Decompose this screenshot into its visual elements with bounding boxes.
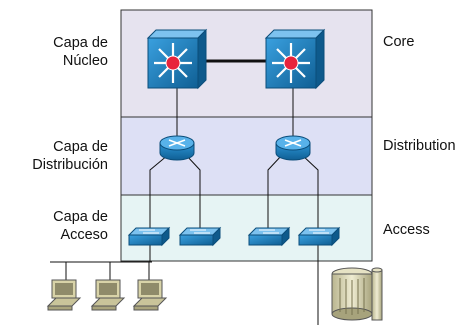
links xyxy=(50,59,319,325)
distribution-layer-label-en: Distribution xyxy=(383,138,456,154)
core-layer-label-es: Capa de Núcleo xyxy=(20,34,108,70)
access-layer-label-en: Access xyxy=(383,222,430,238)
distribution-layer-label-es-line1: Capa de xyxy=(53,139,108,155)
core-switch-left-icon xyxy=(146,28,208,90)
access-switch-4-icon xyxy=(297,226,341,247)
core-layer-label-es-line2: Núcleo xyxy=(62,53,108,69)
workstation-2-icon xyxy=(90,279,126,311)
distribution-layer-label-es: Capa de Distribución xyxy=(8,138,108,174)
access-layer-label-es-line2: Acceso xyxy=(60,227,108,243)
router-left-icon xyxy=(159,135,195,161)
distribution-layer-label-es-line2: Distribución xyxy=(32,157,108,173)
core-layer-label-es-line1: Capa de xyxy=(53,35,108,51)
server-icon xyxy=(331,267,383,321)
workstation-1-icon xyxy=(46,279,82,311)
distribution-band xyxy=(120,116,373,196)
access-switch-2-icon xyxy=(178,226,222,247)
access-switch-1-icon xyxy=(127,226,171,247)
core-layer-label-en: Core xyxy=(383,34,415,50)
workstation-3-icon xyxy=(132,279,168,311)
access-switch-3-icon xyxy=(247,226,291,247)
access-layer-label-es: Capa de Acceso xyxy=(20,208,108,244)
access-layer-label-es-line1: Capa de xyxy=(53,209,108,225)
core-switch-right-icon xyxy=(264,28,326,90)
router-right-icon xyxy=(275,135,311,161)
